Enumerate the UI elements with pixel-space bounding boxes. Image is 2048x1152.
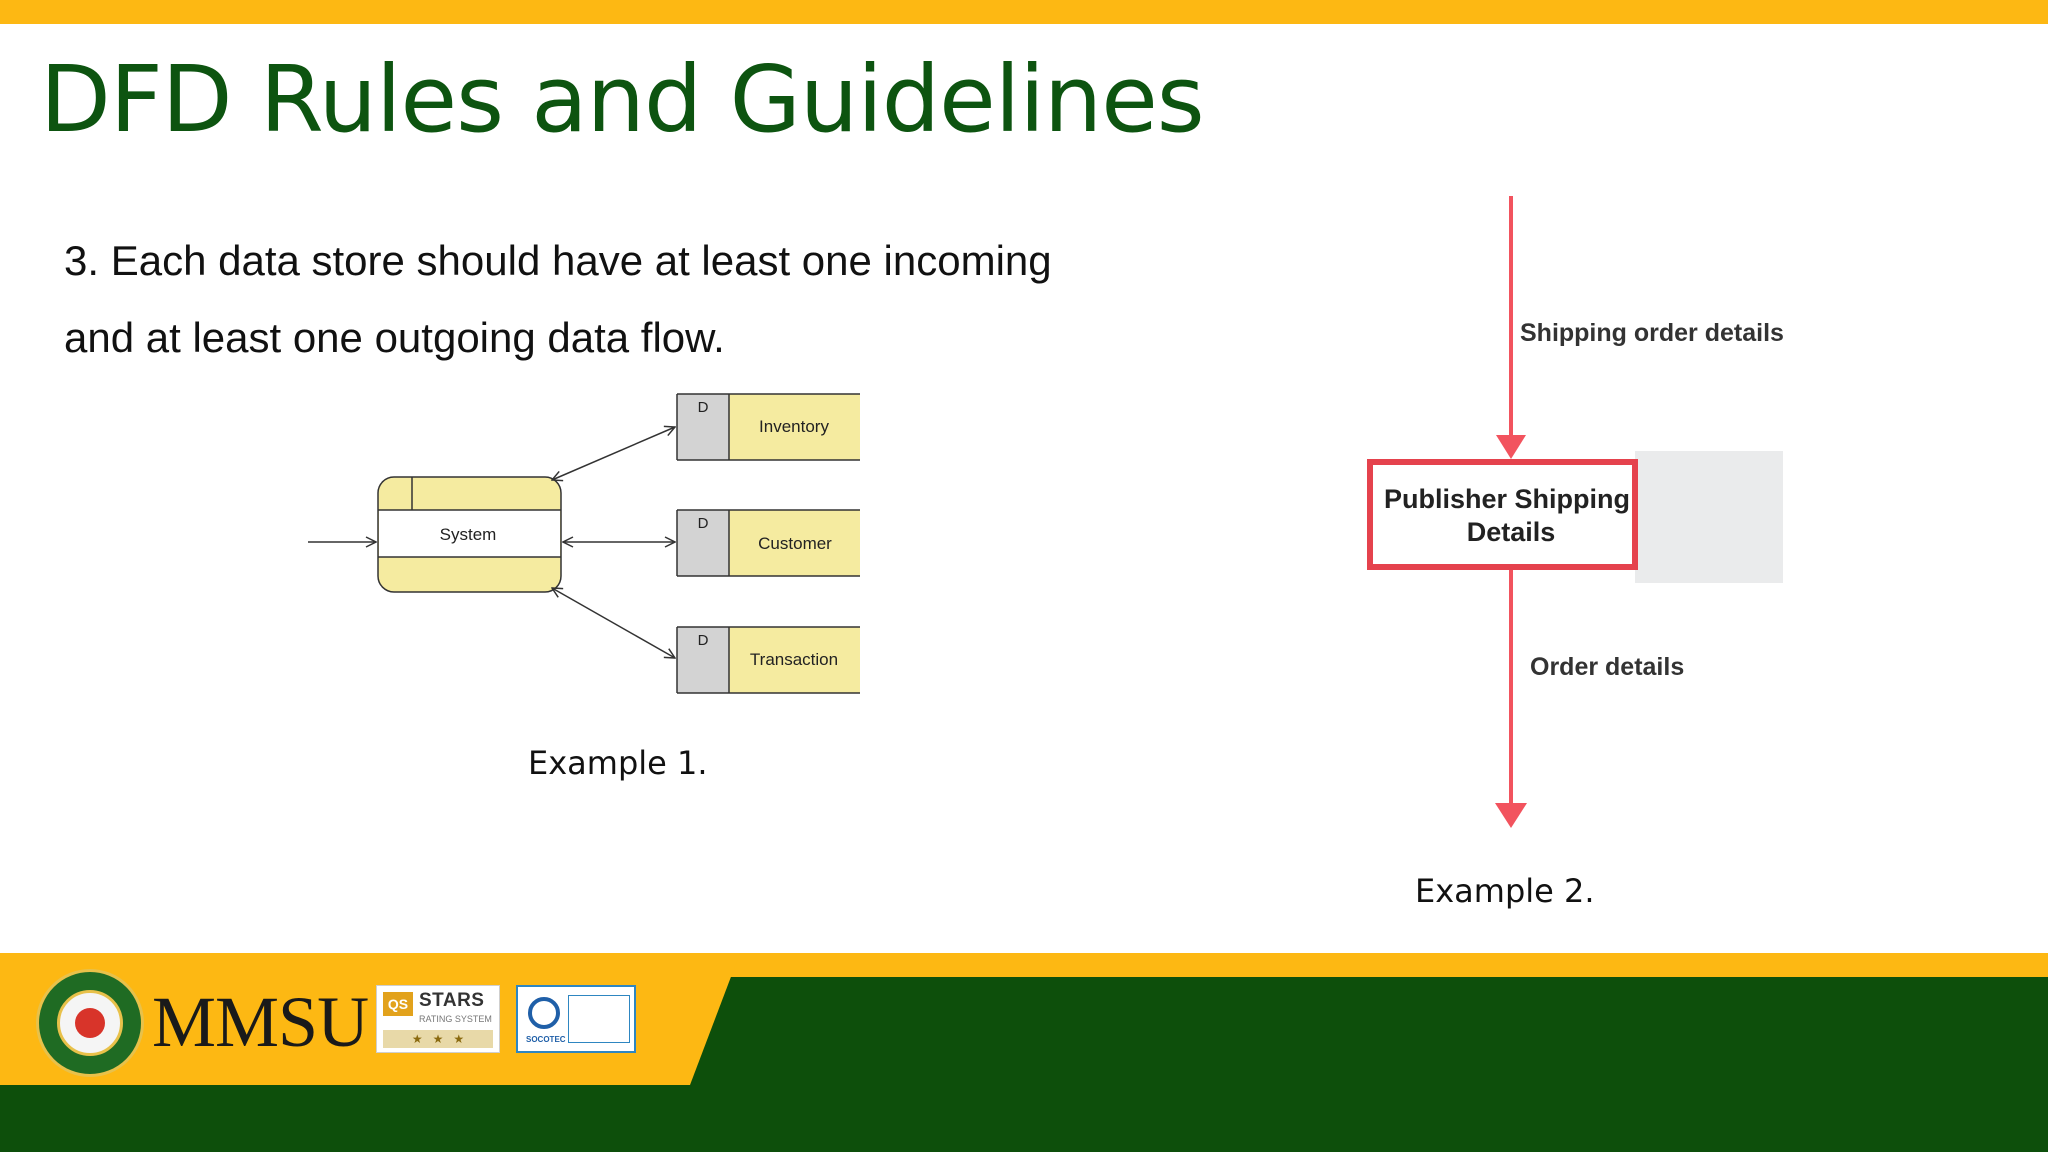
brand-name: MMSU — [152, 982, 369, 1062]
rule-line-2: and at least one outgoing data flow. — [64, 314, 725, 361]
publisher-shipping-process — [1367, 459, 1638, 570]
stars-rating-icon: ★ ★ ★ — [383, 1030, 493, 1048]
outgoing-flow-label: Order details — [1530, 653, 1684, 681]
socotec-label: SOCOTEC — [526, 1035, 566, 1044]
stars-title: STARS — [419, 990, 485, 1011]
stars-subtitle: RATING SYSTEM — [419, 1014, 492, 1024]
store-label-customer: Customer — [758, 534, 832, 553]
rule-line-1: 3. Each data store should have at least … — [64, 237, 1052, 284]
example-1-caption: Example 1. — [528, 744, 708, 782]
data-store-inventory: D Inventory — [676, 393, 860, 461]
socotec-panel — [568, 995, 630, 1043]
rule-text: 3. Each data store should have at least … — [64, 222, 1184, 376]
top-accent-bar — [0, 0, 2048, 24]
qs-stars-badge: QS STARS RATING SYSTEM ★ ★ ★ — [376, 985, 500, 1053]
qs-logo: QS — [383, 992, 413, 1016]
store-id-inventory: D — [698, 399, 709, 416]
outgoing-arrowhead — [1495, 803, 1527, 828]
system-label: System — [440, 525, 497, 544]
incoming-flow-label: Shipping order details — [1520, 319, 1784, 347]
slide-title: DFD Rules and Guidelines — [40, 46, 1205, 153]
socotec-logo-icon — [528, 997, 560, 1029]
example-2-caption: Example 2. — [1415, 872, 1595, 910]
system-process: System — [377, 476, 562, 593]
socotec-certification-badge: SOCOTEC — [516, 985, 636, 1053]
example-1-diagram: System D Inventory D Customer D Transact… — [308, 393, 860, 694]
store-label-transaction: Transaction — [750, 650, 838, 669]
process-label-line-2: Details — [1467, 517, 1556, 547]
flow-system-inventory — [552, 427, 675, 480]
flow-system-transaction — [552, 588, 675, 658]
example-2-diagram: Shipping order details Publisher Shippin… — [1367, 196, 1784, 828]
university-seal-logo — [36, 969, 144, 1077]
store-id-customer: D — [698, 515, 709, 532]
gray-panel — [1635, 451, 1783, 583]
incoming-arrowhead — [1496, 435, 1526, 459]
data-store-customer: D Customer — [676, 509, 860, 577]
store-label-inventory: Inventory — [759, 417, 829, 436]
process-label-line-1: Publisher Shipping — [1384, 484, 1630, 514]
footer: MMSU QS STARS RATING SYSTEM ★ ★ ★ SOCOTE… — [0, 953, 2048, 1152]
store-id-transaction: D — [698, 632, 709, 649]
data-store-transaction: D Transaction — [676, 626, 860, 694]
